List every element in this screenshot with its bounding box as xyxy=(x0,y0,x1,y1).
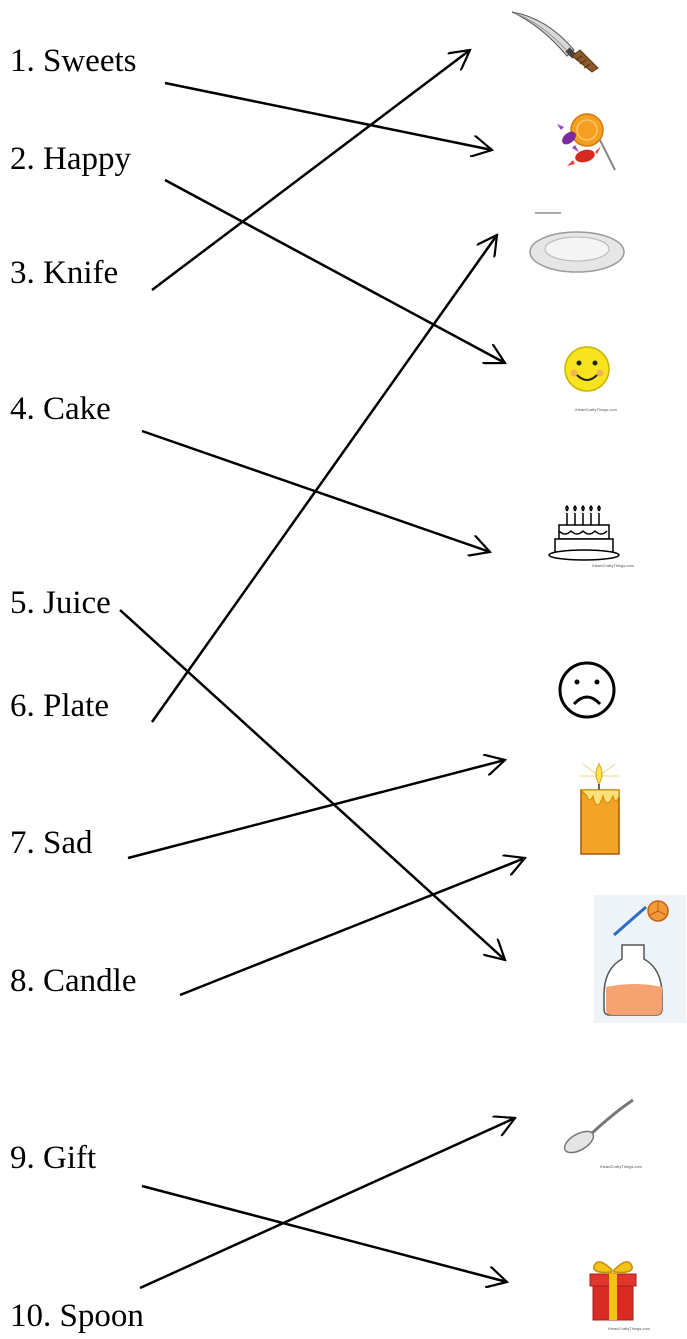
gift-watermark: iHeartCraftyThings.com xyxy=(608,1326,651,1331)
cake-icon xyxy=(548,504,620,561)
knife-icon xyxy=(511,11,599,73)
sad-face-icon xyxy=(558,661,616,719)
arrow-spoon xyxy=(139,1118,515,1290)
sweets-icon xyxy=(557,113,616,171)
word-cake: 4. Cake xyxy=(10,391,111,427)
happy-watermark: iHeartCraftyThings.com xyxy=(575,407,618,412)
arrow-candle xyxy=(179,858,525,997)
happy-face-icon xyxy=(564,346,610,392)
arrow-sweets xyxy=(164,81,492,150)
cake-watermark: iHeartCraftyThings.com xyxy=(592,563,635,568)
gift-icon xyxy=(589,1261,637,1321)
arrow-juice xyxy=(119,609,505,960)
plate-icon xyxy=(529,212,625,273)
arrow-knife xyxy=(151,50,470,291)
arrow-happy xyxy=(164,178,505,363)
word-spoon: 10. Spoon xyxy=(10,1298,144,1334)
word-knife: 3. Knife xyxy=(10,255,119,291)
word-sad: 7. Sad xyxy=(10,825,93,861)
word-plate: 6. Plate xyxy=(10,688,109,724)
word-happy: 2. Happy xyxy=(10,141,131,177)
spoon-icon xyxy=(563,1098,634,1154)
arrow-plate xyxy=(150,235,497,723)
word-gift: 9. Gift xyxy=(10,1140,97,1176)
juice-icon xyxy=(594,895,686,1023)
arrow-gift xyxy=(141,1184,507,1282)
candle-icon xyxy=(579,762,620,855)
word-candle: 8. Candle xyxy=(10,963,137,999)
word-sweets: 1. Sweets xyxy=(10,43,137,79)
arrow-sad xyxy=(127,760,505,860)
spoon-watermark: iHeartCraftyThings.com xyxy=(600,1164,643,1169)
word-juice: 5. Juice xyxy=(10,585,111,621)
